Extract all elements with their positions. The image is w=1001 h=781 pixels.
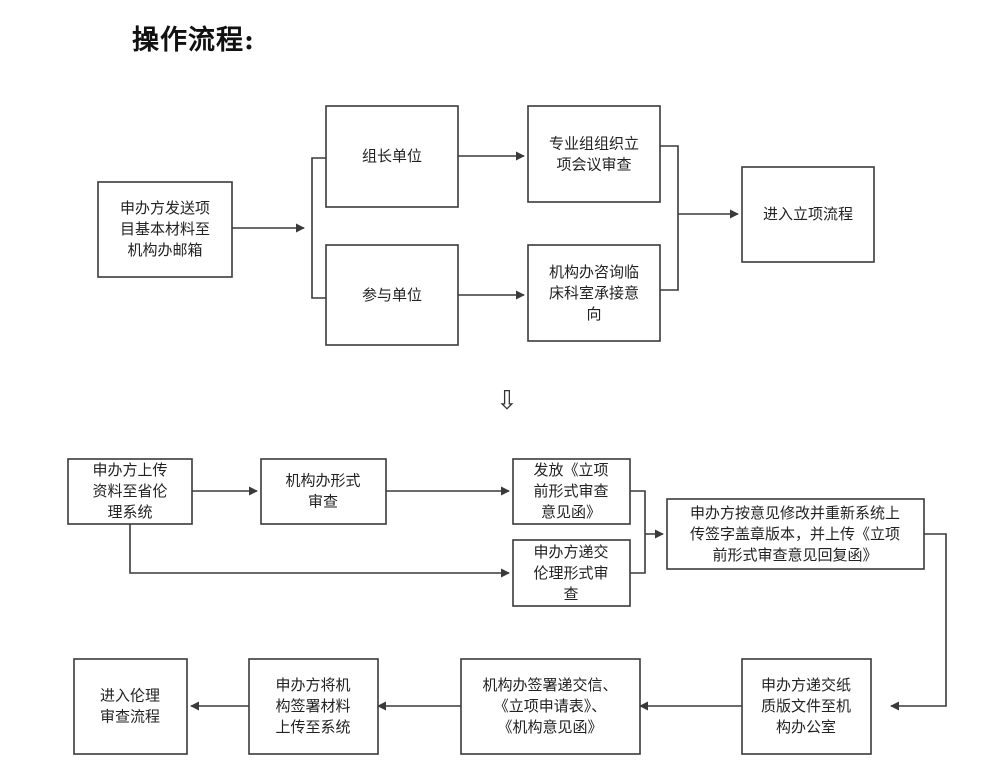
node-label-line: 进入伦理 — [100, 687, 160, 705]
node-upload-signed-materials: 申办方将机构签署材料上传至系统 — [248, 658, 379, 755]
node-label-line: 审查流程 — [100, 708, 160, 726]
node-label-upload-signed: 申办方将机构签署材料上传至系统 — [275, 676, 350, 736]
node-label-line: 前形式审查 — [533, 482, 608, 500]
node-label-line: 资料至省伦 — [92, 482, 167, 500]
node-enter-project-process: 进入立项流程 — [741, 166, 875, 263]
node-label-sign: 机构办签署递交信、《立项申请表》、《机构意见函》 — [482, 676, 617, 736]
node-label-enter-ethics: 进入伦理审查流程 — [100, 687, 160, 726]
node-label-line: 机构办邮箱 — [127, 241, 202, 259]
node-submit-ethics-review: 申办方递交伦理形式审查 — [512, 539, 631, 607]
node-label-upload: 申办方上传资料至省伦理系统 — [92, 461, 167, 521]
node-formal-review: 机构办形式审查 — [260, 458, 387, 525]
node-label-line: 构签署材料 — [275, 697, 350, 715]
node-project-review: 专业组组织立项会议审查 — [527, 105, 661, 203]
node-label-line: 意见函》 — [541, 503, 601, 521]
node-label-leader: 组长单位 — [362, 147, 422, 165]
node-label-line: 项会议审查 — [556, 156, 631, 174]
node-label-paper: 申办方递交纸质版文件至机构办公室 — [761, 676, 851, 736]
node-label-line: 审查 — [308, 493, 338, 511]
node-label-line: 目基本材料至 — [120, 220, 210, 238]
node-label-line: 查 — [563, 585, 578, 603]
node-participant-unit: 参与单位 — [325, 244, 459, 346]
node-label-line: 《机构意见函》 — [497, 718, 602, 736]
node-label-enter-project: 进入立项流程 — [763, 205, 853, 223]
node-issue-opinion-letter: 发放《立项前形式审查意见函》 — [512, 458, 631, 525]
node-consult-department: 机构办咨询临床科室承接意向 — [527, 244, 661, 342]
node-label-line: 床科室承接意 — [549, 284, 639, 302]
node-enter-ethics-process: 进入伦理审查流程 — [73, 658, 188, 755]
node-label-line: 向 — [586, 305, 601, 323]
edge-merge2-bracket — [630, 490, 646, 574]
node-label-line: 构办公室 — [776, 718, 836, 736]
node-label-line: 进入立项流程 — [763, 205, 853, 223]
node-label-line: 组长单位 — [362, 147, 422, 165]
edge-upload-to-ethics — [129, 524, 510, 578]
node-label-letter: 发放《立项前形式审查意见函》 — [533, 461, 608, 521]
node-label-line: 参与单位 — [362, 286, 422, 304]
node-send-materials: 申办方发送项目基本材料至机构办邮箱 — [97, 181, 233, 278]
node-label-line: 质版文件至机 — [761, 697, 851, 715]
top-edges — [232, 145, 739, 300]
node-label-line: 申办方将机 — [275, 676, 350, 694]
edge-modify-to-paper — [890, 533, 947, 711]
node-label-line: 理系统 — [107, 503, 152, 521]
node-sign-documents: 机构办签署递交信、《立项申请表》、《机构意见函》 — [460, 658, 641, 755]
node-label-line: 申办方递交纸 — [761, 676, 851, 694]
down-arrow-icon: ⇩ — [496, 386, 518, 416]
edge-split-bracket — [311, 157, 326, 299]
node-label-ethics-submit: 申办方递交伦理形式审查 — [533, 543, 608, 603]
node-label-review: 专业组组织立项会议审查 — [549, 135, 639, 174]
node-label-line: 申办方上传 — [92, 461, 167, 479]
node-modify-and-reupload: 申办方按意见修改并重新系统上传签字盖章版本，并上传《立项前形式审查意见回复函》 — [666, 498, 925, 570]
page-title: 操作流程: — [132, 25, 255, 56]
node-label-line: 传签字盖章版本，并上传《立项 — [690, 525, 900, 543]
node-submit-paper-files: 申办方递交纸质版文件至机构办公室 — [741, 658, 872, 755]
node-label-line: 上传至系统 — [275, 718, 350, 736]
node-label-formal: 机构办形式审查 — [285, 472, 360, 511]
node-label-line: 机构办咨询临 — [549, 263, 639, 281]
bottom-edges — [129, 486, 947, 711]
node-label-line: 申办方按意见修改并重新系统上 — [690, 504, 900, 522]
node-label-line: 发放《立项 — [533, 461, 608, 479]
node-upload-provincial-system: 申办方上传资料至省伦理系统 — [67, 458, 193, 525]
node-label-line: 《立项申请表》、 — [494, 697, 607, 715]
node-label-line: 前形式审查意见回复函》 — [712, 546, 877, 564]
node-label-send: 申办方发送项目基本材料至机构办邮箱 — [120, 199, 210, 259]
node-label-line: 申办方递交 — [533, 543, 608, 561]
node-label-participant: 参与单位 — [362, 286, 422, 304]
edge-merge-bracket — [660, 145, 679, 291]
node-label-line: 机构办签署递交信、 — [482, 676, 617, 694]
node-label-line: 伦理形式审 — [533, 564, 608, 582]
node-label-line: 申办方发送项 — [120, 199, 210, 217]
node-leader-unit: 组长单位 — [325, 105, 459, 208]
node-label-consult: 机构办咨询临床科室承接意向 — [549, 263, 639, 323]
node-label-line: 机构办形式 — [285, 472, 360, 490]
node-label-line: 专业组组织立 — [549, 135, 639, 153]
node-label-modify: 申办方按意见修改并重新系统上传签字盖章版本，并上传《立项前形式审查意见回复函》 — [690, 504, 900, 564]
